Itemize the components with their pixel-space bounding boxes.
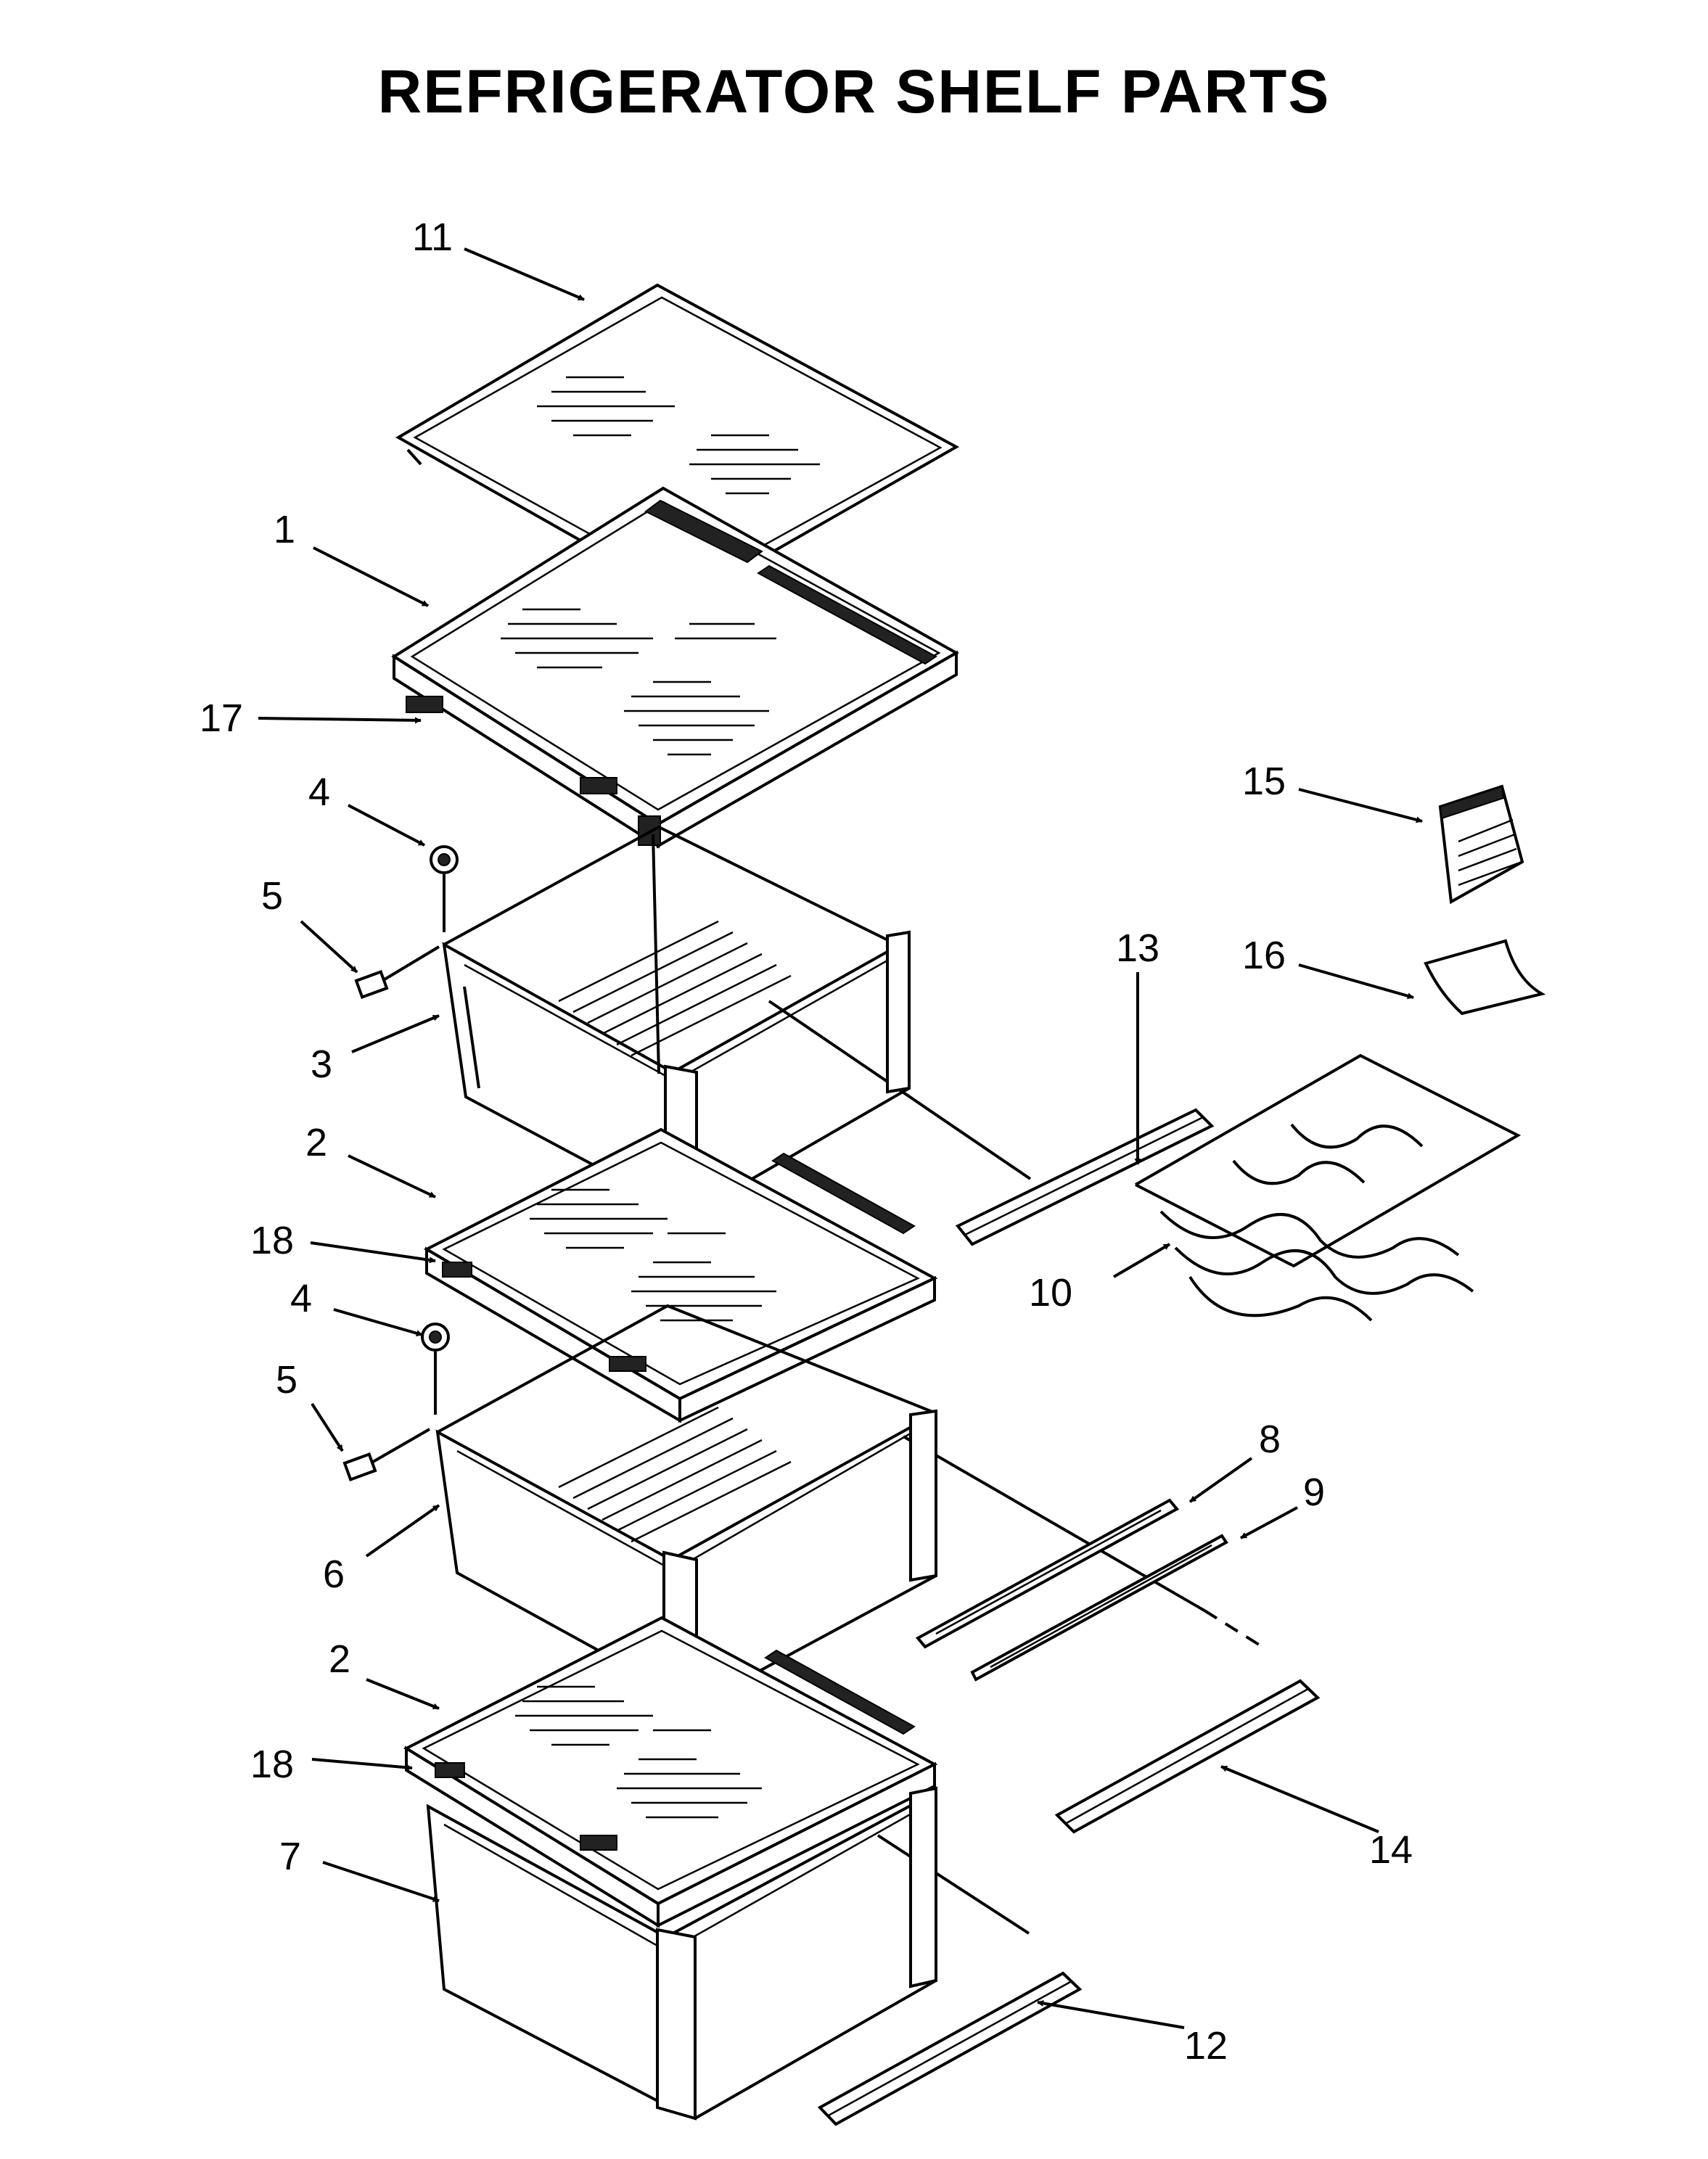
callout-leaders xyxy=(258,247,1423,2029)
callout-2-lower: 2 xyxy=(329,1637,350,1681)
part-7-bottom-drawer xyxy=(426,1786,1030,2121)
part-13-rail xyxy=(955,1108,1215,1246)
callout-3: 3 xyxy=(311,1043,332,1086)
page-title: REFRIGERATOR SHELF PARTS xyxy=(377,57,1331,126)
callout-4-upper: 4 xyxy=(308,770,330,814)
callout-15: 15 xyxy=(1242,760,1286,803)
part-10-wine-rack xyxy=(1135,1053,1522,1322)
part-1-glass-shelf-frame xyxy=(391,486,960,849)
part-9-slide-rail xyxy=(970,1534,1228,1682)
callout-labels: 11 1 17 4 5 3 2 18 4 5 6 2 18 7 15 16 13… xyxy=(200,215,1413,2068)
callout-5-lower: 5 xyxy=(276,1358,297,1402)
callout-7: 7 xyxy=(279,1835,301,1878)
part-4-wheel-upper xyxy=(430,845,459,932)
callout-4-lower: 4 xyxy=(290,1277,312,1320)
callout-16: 16 xyxy=(1242,934,1286,977)
callout-5-upper: 5 xyxy=(261,874,283,918)
callout-1: 1 xyxy=(274,508,295,551)
part-6-crisper-drawer xyxy=(435,1304,1264,1707)
part-4-wheel-lower xyxy=(421,1323,450,1415)
part-14-rail xyxy=(1054,1679,1321,1834)
part-15-cover xyxy=(1438,784,1524,905)
callout-8: 8 xyxy=(1259,1418,1281,1461)
part-16-film xyxy=(1424,939,1546,1016)
callout-9: 9 xyxy=(1303,1471,1325,1514)
callout-11: 11 xyxy=(412,215,453,259)
part-12-rail xyxy=(817,1971,1083,2126)
callout-18-lower: 18 xyxy=(250,1743,294,1786)
callout-18-upper: 18 xyxy=(250,1219,294,1262)
part-5-stud-upper xyxy=(354,945,440,999)
callout-14: 14 xyxy=(1369,1828,1413,1872)
part-5-stud-lower xyxy=(342,1428,430,1481)
callout-12: 12 xyxy=(1184,2024,1228,2068)
part-3-crisper-drawer xyxy=(442,825,1032,1210)
part-8-slide-rail xyxy=(915,1498,1180,1649)
callout-13: 13 xyxy=(1116,926,1159,970)
callout-10: 10 xyxy=(1029,1271,1072,1315)
part-2-glass-shelf-upper xyxy=(423,1127,938,1423)
callout-2-upper: 2 xyxy=(305,1121,327,1164)
callout-6: 6 xyxy=(323,1553,345,1596)
callout-17: 17 xyxy=(200,696,243,740)
part-2-glass-shelf-lower xyxy=(403,1616,938,1928)
